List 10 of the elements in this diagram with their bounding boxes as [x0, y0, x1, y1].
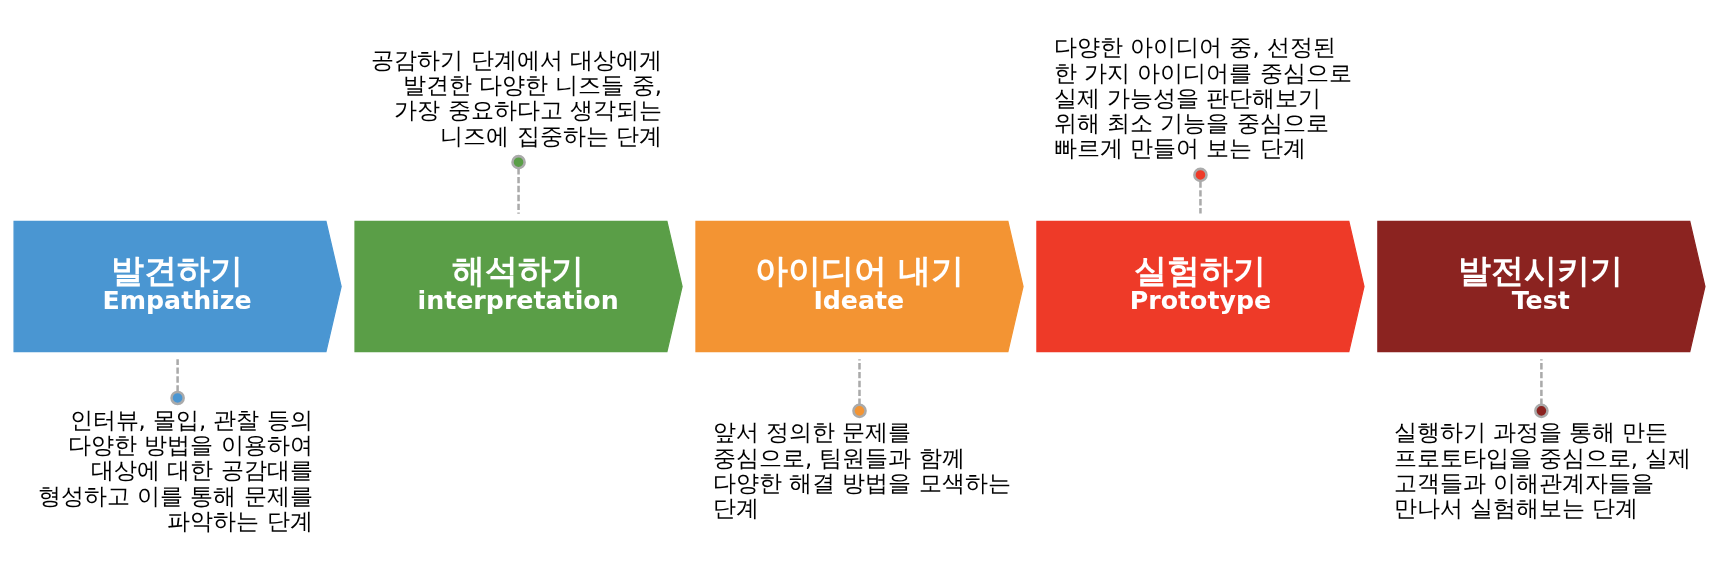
node-text: 공감하기 단계에서 대상에게 발견한 다양한 니즈들 중, 가장 중요하다고 생각되는 니즈에 집중하는 단계 — [370, 46, 662, 149]
node-text: 다양한 아이디어 중, 선정된 한 가지 아이디어를 중심으로 실제 가능성을 판단해보기 위해 최소 기능을 중심으로 빠르게 만들어 보는 단계 — [1053, 34, 1352, 162]
node-text: 인터뷰, 몰입, 관찰 등의 다양한 방법을 이용하여 대상에 대한 공감대를 형성하고 이를 통해 문제를 파악하는 단계 — [37, 406, 313, 534]
node-text: 실행하기 과정을 통해 만든 프로토타입을 중심으로, 실제 고객들과 이해관계자들을 만나서 실험해보는 단계 — [1393, 419, 1691, 522]
connector — [1192, 167, 1208, 214]
connector — [1533, 359, 1549, 419]
node-text: 앞서 정의한 문제를 중심으로, 팀원들과 함께 다양한 해결 방법을 모색하는 단계 — [712, 419, 1011, 522]
connector — [169, 359, 185, 406]
connector — [510, 154, 526, 214]
connector — [851, 359, 867, 419]
